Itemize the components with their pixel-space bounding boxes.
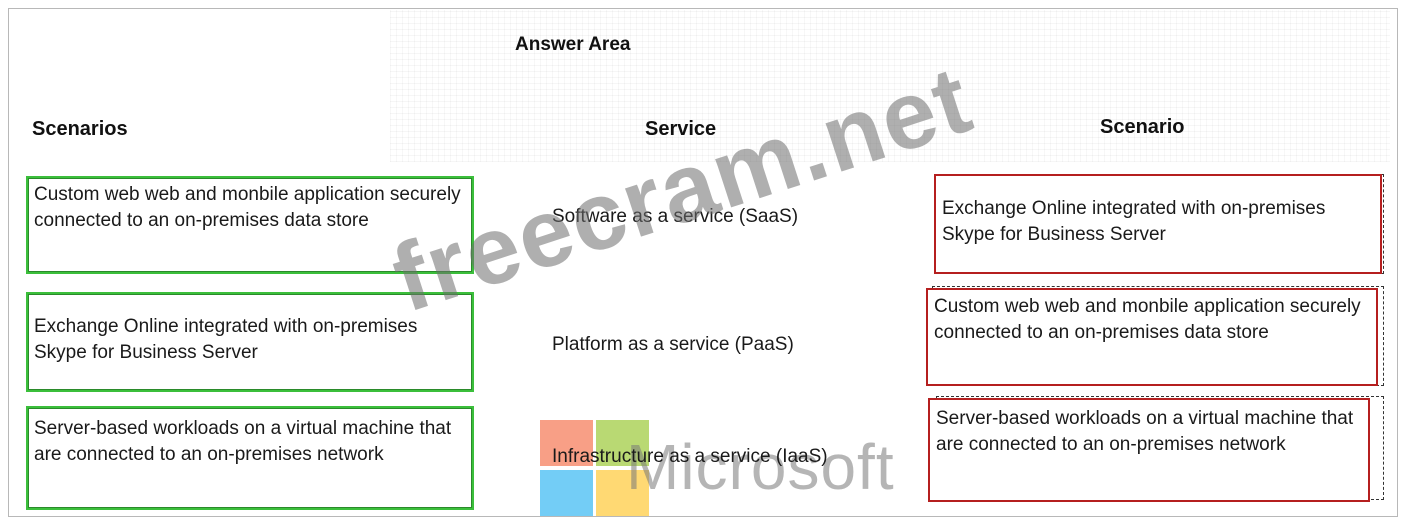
background-pattern xyxy=(390,10,1390,162)
answer-slot-paas[interactable]: Custom web web and monbile application s… xyxy=(926,288,1378,386)
service-paas-label: Platform as a service (PaaS) xyxy=(552,334,794,355)
microsoft-wordmark: Microsoft xyxy=(626,431,895,503)
logo-red-square xyxy=(540,420,593,466)
scenario-item-custom-web[interactable]: Custom web web and monbile application s… xyxy=(26,176,474,274)
answer-slot-text: Exchange Online integrated with on-premi… xyxy=(942,198,1326,245)
scenario-item-text: Server-based workloads on a virtual mach… xyxy=(34,418,452,465)
answer-area-title: Answer Area xyxy=(515,34,631,55)
scenario-item-exchange[interactable]: Exchange Online integrated with on-premi… xyxy=(26,292,474,392)
scenarios-heading: Scenarios xyxy=(32,118,128,140)
answer-slot-text: Server-based workloads on a virtual mach… xyxy=(936,408,1354,455)
service-saas-label: Software as a service (SaaS) xyxy=(552,206,799,227)
microsoft-logo xyxy=(540,420,662,525)
service-iaas-label: Infrastructure as a service (IaaS) xyxy=(552,446,828,467)
answer-slot-saas[interactable]: Exchange Online integrated with on-premi… xyxy=(934,174,1382,274)
logo-yellow-square xyxy=(596,470,649,516)
answer-slot-text: Custom web web and monbile application s… xyxy=(934,296,1361,343)
logo-green-square xyxy=(596,420,649,466)
scenario-heading: Scenario xyxy=(1100,116,1185,138)
scenario-item-text: Custom web web and monbile application s… xyxy=(34,184,461,231)
answer-slot-iaas[interactable]: Server-based workloads on a virtual mach… xyxy=(928,398,1370,502)
scenario-item-text: Exchange Online integrated with on-premi… xyxy=(34,316,418,363)
logo-blue-square xyxy=(540,470,593,516)
scenario-item-server-workloads[interactable]: Server-based workloads on a virtual mach… xyxy=(26,406,474,510)
service-heading: Service xyxy=(645,118,717,140)
